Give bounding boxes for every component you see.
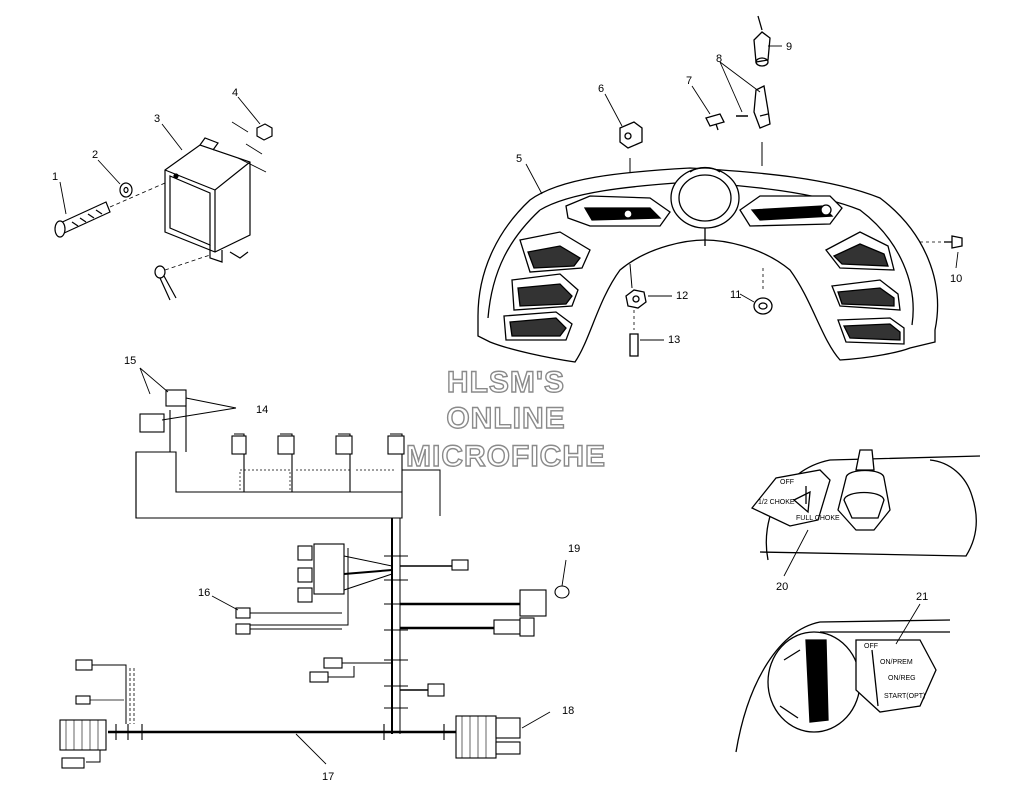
- watermark: HLSM'S ONLINE MICROFICHE: [405, 365, 606, 473]
- switch20-off-label: OFF: [780, 479, 794, 486]
- ignition-switch-20: [750, 449, 981, 561]
- callout-13: 13: [668, 334, 680, 346]
- callout-9: 9: [786, 41, 792, 53]
- grommet-part-11: [753, 268, 773, 315]
- callout-21: 21: [916, 591, 928, 603]
- harness-callout-leaders: [139, 367, 567, 765]
- cdi-callout-leaders: [59, 96, 261, 215]
- callout-12: 12: [676, 290, 688, 302]
- callout-3: 3: [154, 113, 160, 125]
- bolt-part-1: [54, 182, 166, 238]
- leader-21: [895, 603, 921, 645]
- nut-part-12: [625, 263, 647, 309]
- callout-6: 6: [598, 83, 604, 95]
- leader-20: [783, 529, 809, 577]
- washer-part-2: [119, 182, 133, 198]
- cdi-box-part-3: [164, 137, 251, 263]
- switch20-full-choke-label: FULL CHOKE: [796, 515, 840, 522]
- callout-5: 5: [516, 153, 522, 165]
- callout-10: 10: [950, 273, 962, 285]
- callout-17: 17: [322, 771, 334, 783]
- callout-16: 16: [198, 587, 210, 599]
- watermark-line-3: MICROFICHE: [406, 440, 606, 473]
- ignition-switch-21: [735, 619, 951, 753]
- callout-20: 20: [776, 581, 788, 593]
- switch20-half-choke-label: 1/2 CHOKE: [758, 499, 795, 506]
- switch20-labels: OFF 1/2 CHOKE FULL CHOKE: [758, 479, 840, 522]
- screw-part-10: [920, 235, 963, 249]
- callout-14: 14: [256, 404, 268, 416]
- dash-panel-part-5: [477, 166, 939, 363]
- switch21-start-label: START(OPT): [884, 693, 925, 700]
- knob-part-6: [619, 121, 643, 172]
- callout-18: 18: [562, 705, 574, 717]
- ground-lug: [154, 254, 211, 301]
- callout-numbers: 1 2 3 4 5 6 7 8 9 10 11 12 13 14 15 16 1…: [52, 41, 962, 783]
- watermark-line-1: HLSM'S: [447, 366, 565, 399]
- callout-7: 7: [686, 75, 692, 87]
- switch21-on-prem-label: ON/PREM: [880, 659, 913, 666]
- nut-part-4: [231, 121, 273, 173]
- cdi-box-assembly: [54, 121, 273, 301]
- callout-1: 1: [52, 171, 58, 183]
- switch21-labels: OFF ON/PREM ON/REG START(OPT): [864, 643, 925, 700]
- lamp-part-9: [753, 15, 771, 67]
- callout-8: 8: [716, 53, 722, 65]
- watermark-line-2: ONLINE: [446, 402, 565, 435]
- callout-15: 15: [124, 355, 136, 367]
- bulb-part-13: [629, 310, 639, 357]
- dash-panel-assembly: [477, 15, 963, 363]
- switch21-on-reg-label: ON/REG: [888, 675, 916, 682]
- callout-19: 19: [568, 543, 580, 555]
- switch-part-8: [736, 85, 771, 166]
- callout-11: 11: [730, 289, 741, 301]
- wire-harness-assembly: [59, 389, 570, 769]
- switch21-off-label: OFF: [864, 643, 878, 650]
- screw-part-7: [705, 113, 725, 131]
- dash-callout-leaders: [525, 45, 959, 341]
- callout-2: 2: [92, 149, 98, 161]
- callout-4: 4: [232, 87, 238, 99]
